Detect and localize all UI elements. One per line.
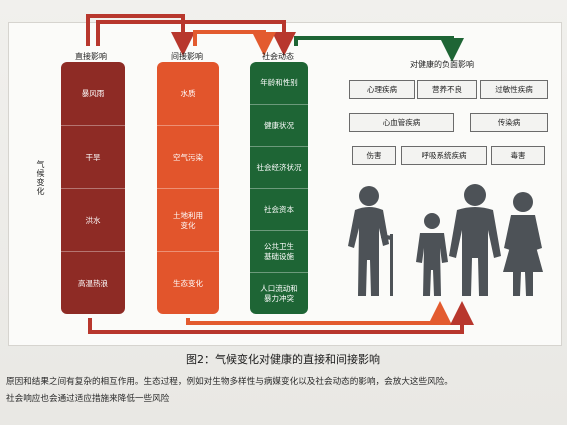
body-text-line: 社会响应也会通过适应措施来降低一些风险	[6, 394, 170, 404]
arrow-direct-to-health-bottom	[88, 301, 474, 334]
arrow-social-to-health	[294, 36, 464, 62]
arrow-indirect-to-health-bottom	[186, 301, 452, 325]
direct-item: 干旱	[61, 125, 125, 189]
social-item: 人口流动和 暴力冲突	[250, 272, 308, 315]
adult-woman-icon	[503, 192, 543, 296]
social-item: 健康状况	[250, 104, 308, 147]
social-dynamics-column: 年龄和性别 健康状况 社会经济状况 社会资本 公共卫生 基础设施 人口流动和 暴…	[250, 62, 308, 314]
health-effect-box: 毒害	[491, 146, 545, 165]
header-indirect: 间接影响	[171, 52, 203, 61]
direct-item: 高温热浪	[61, 251, 125, 315]
health-effect-box: 营养不良	[417, 80, 477, 99]
header-social: 社会动态	[262, 52, 294, 61]
header-direct: 直接影响	[75, 52, 107, 61]
health-effect-box: 传染病	[470, 113, 548, 132]
health-effect-box: 心血管疾病	[349, 113, 454, 132]
header-negative: 对健康的负面影响	[410, 60, 474, 69]
arrow-indirect-to-social	[193, 30, 276, 56]
adult-man-icon	[449, 184, 501, 296]
climate-change-label: 气候变化	[36, 160, 45, 196]
health-effect-box: 伤害	[352, 146, 396, 165]
arrow-direct-to-indirect	[86, 14, 195, 56]
indirect-item: 土地利用 变化	[157, 188, 219, 252]
social-item: 社会资本	[250, 188, 308, 231]
elderly-person-icon	[348, 186, 393, 296]
body-text-line: 原因和结果之间有复杂的相互作用。生态过程，例如对生物多样性与病媒变化以及社会动态…	[6, 377, 453, 387]
health-effect-box: 过敏性疾病	[480, 80, 548, 99]
indirect-item: 空气污染	[157, 125, 219, 189]
indirect-item: 生态变化	[157, 251, 219, 315]
arrow-direct-to-social	[96, 20, 296, 56]
health-effect-box: 呼吸系统疾病	[401, 146, 487, 165]
direct-item: 洪水	[61, 188, 125, 252]
figure-caption: 图2：气候变化对健康的直接和间接影响	[186, 353, 380, 366]
social-item: 社会经济状况	[250, 146, 308, 189]
social-item: 年龄和性别	[260, 78, 298, 87]
health-effect-box: 心理疾病	[349, 80, 415, 99]
indirect-impact-column: 水质 空气污染 土地利用 变化 生态变化	[157, 62, 219, 314]
direct-impact-column: 暴风雨 干旱 洪水 高温热浪	[61, 62, 125, 314]
direct-item: 暴风雨	[81, 88, 105, 98]
social-item: 公共卫生 基础设施	[250, 230, 308, 273]
family-silhouette-icon	[348, 184, 543, 296]
indirect-item: 水质	[180, 88, 196, 98]
child-icon	[416, 213, 448, 296]
